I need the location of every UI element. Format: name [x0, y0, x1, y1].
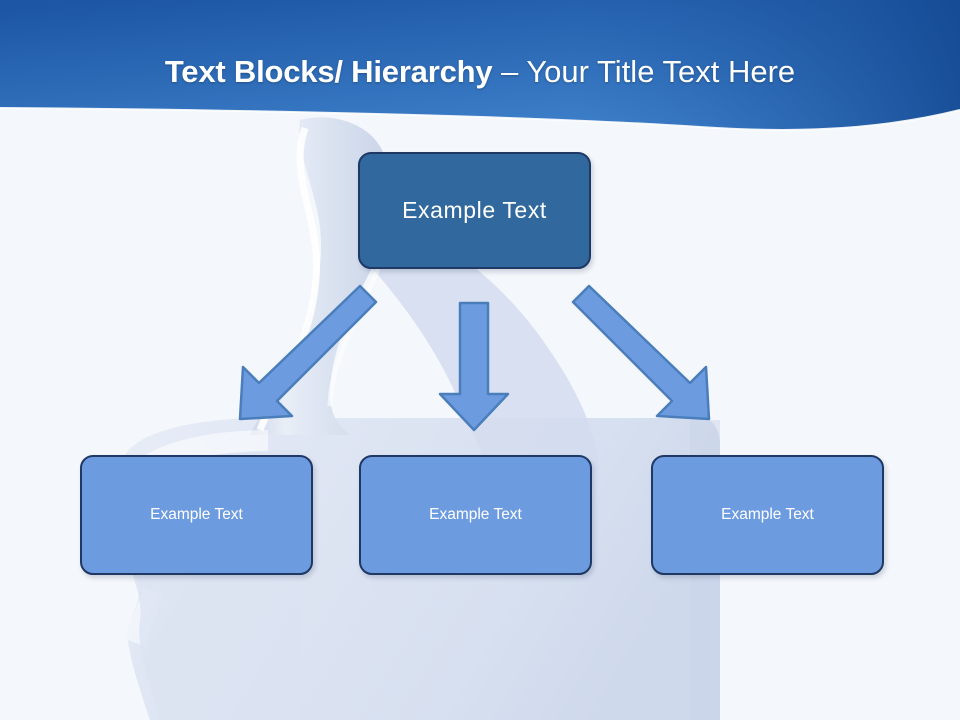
- hierarchy-child-box-3[interactable]: Example Text: [651, 455, 884, 575]
- hierarchy-child-label-1: Example Text: [150, 506, 243, 523]
- page-title: Text Blocks/ Hierarchy – Your Title Text…: [0, 48, 960, 96]
- hierarchy-parent-label: Example Text: [402, 197, 547, 223]
- header-band-right-shade: [0, 0, 960, 130]
- header-banner: [0, 0, 960, 131]
- thumb-shape: [250, 117, 392, 435]
- hierarchy-child-label-2: Example Text: [429, 506, 522, 523]
- hierarchy-child-box-1[interactable]: Example Text: [80, 455, 313, 575]
- page-title-regular: Your Title Text Here: [526, 54, 796, 89]
- hierarchy-child-box-2[interactable]: Example Text: [359, 455, 592, 575]
- hierarchy-child-label-3: Example Text: [721, 506, 814, 523]
- page-title-bold: Text Blocks/ Hierarchy: [164, 54, 493, 89]
- hierarchy-parent-box[interactable]: Example Text: [358, 152, 591, 269]
- page-title-separator: –: [492, 54, 527, 89]
- finger-scallop-1: [128, 430, 268, 486]
- header-curve-highlight: [0, 107, 960, 131]
